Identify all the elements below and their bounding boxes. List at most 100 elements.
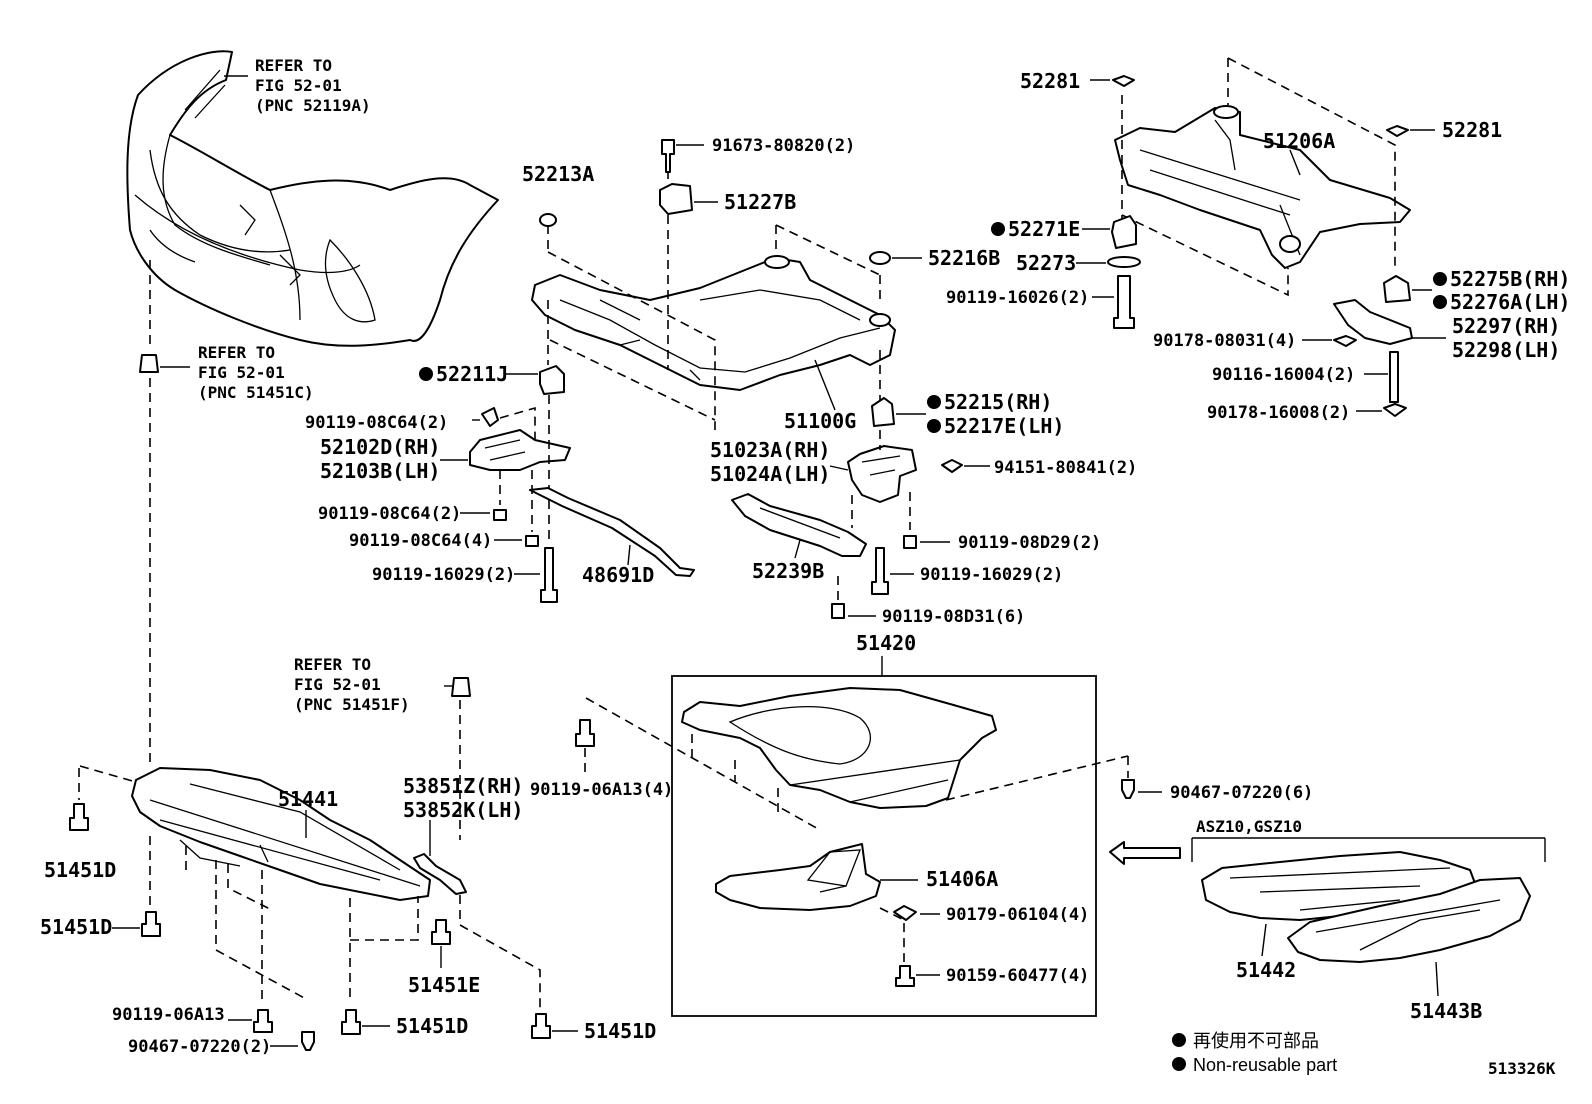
label-52215: 52215(RH) — [944, 390, 1052, 414]
ref-clip-left-l2: FIG 52-01 — [198, 363, 285, 382]
label-52216B: 52216B — [928, 246, 1000, 270]
bushing-52211J — [539, 365, 565, 395]
label-51024A: 51024A(LH) — [710, 462, 830, 486]
bolt-51451E — [431, 919, 451, 945]
front-crossmember-51100G — [531, 255, 896, 391]
cover-51406A — [715, 843, 881, 911]
label-51451D-b: 51451D — [40, 915, 112, 939]
legend-line-1: 再使用不可部品 — [1193, 1031, 1319, 1051]
label-52281-b: 52281 — [1442, 118, 1502, 142]
bolt-90119-16026 — [1113, 275, 1135, 329]
label-52276A: 52276A(LH) — [1450, 290, 1570, 314]
clip-90467-07220-b — [301, 1031, 315, 1051]
ref-clip-mid-l1: REFER TO — [294, 655, 371, 674]
clip-90467-07220-a — [1121, 779, 1135, 799]
label-90119-08D29: 90119-08D29(2) — [958, 533, 1101, 553]
label-90178-08031: 90178-08031(4) — [1153, 331, 1296, 351]
washer-52273 — [1107, 256, 1141, 268]
ref-clip-mid-l2: FIG 52-01 — [294, 675, 381, 694]
ref-clip-mid-l3: (PNC 51451F) — [294, 695, 410, 714]
figure-id: 513326K — [1488, 1059, 1556, 1078]
bushing-52215 — [871, 397, 895, 427]
label-90178-16008: 90178-16008(2) — [1207, 403, 1350, 423]
label-52213A: 52213A — [522, 162, 594, 186]
nut-52281-b — [1386, 125, 1409, 137]
label-51023A: 51023A(RH) — [710, 438, 830, 462]
ref-bumper-l3: (PNC 52119A) — [255, 96, 371, 115]
under-cover-51443B — [1287, 877, 1531, 963]
label-51451E: 51451E — [408, 973, 480, 997]
label-90179-06104: 90179-06104(4) — [946, 905, 1089, 925]
label-90119-08D31: 90119-08D31(6) — [882, 607, 1025, 627]
label-52211J: 52211J — [436, 362, 508, 386]
label-51227B: 51227B — [724, 190, 796, 214]
label-52298: 52298(LH) — [1452, 338, 1560, 362]
screw-90159-60477 — [895, 965, 915, 987]
clip-51451C — [139, 354, 159, 373]
label-90467-07220-b: 90467-07220(2) — [128, 1037, 271, 1057]
label-90467-07220-a: 90467-07220(6) — [1170, 783, 1313, 803]
label-52217E: 52217E(LH) — [944, 414, 1064, 438]
rear-suspension-member-51206A — [1114, 105, 1411, 269]
label-51451D-d: 51451D — [584, 1019, 656, 1043]
label-90119-16026: 90119-16026(2) — [946, 288, 1089, 308]
bolt-90119-08C64-b — [493, 509, 507, 521]
label-90119-08C64-c: 90119-08C64(4) — [349, 531, 492, 551]
label-90119-08C64-a: 90119-08C64(2) — [305, 413, 448, 433]
brace-52239B — [731, 493, 867, 557]
rod-48691D — [529, 487, 695, 577]
bolt-51451D-a — [69, 803, 89, 831]
label-51442: 51442 — [1236, 958, 1296, 982]
bracket-51227B — [659, 183, 693, 215]
label-51100G: 51100G — [784, 409, 856, 433]
label-90119-16029-b: 90119-16029(2) — [920, 565, 1063, 585]
label-53852K: 53852K(LH) — [403, 798, 523, 822]
label-51441: 51441 — [278, 787, 338, 811]
label-90116-16004: 90116-16004(2) — [1212, 365, 1355, 385]
ref-clip-left-l1: REFER TO — [198, 343, 275, 362]
bolt-90119-08D29 — [903, 535, 917, 549]
nut-90179-06104 — [893, 905, 917, 921]
label-52239B: 52239B — [752, 559, 824, 583]
ref-bumper-l2: FIG 52-01 — [255, 76, 342, 95]
variant-label: ASZ10,GSZ10 — [1196, 817, 1302, 836]
nut-90178-16008 — [1383, 403, 1407, 417]
bolt-90119-06A13-a — [575, 719, 595, 747]
ref-clip-left-l3: (PNC 51451C) — [198, 383, 314, 402]
arrow-left — [1109, 841, 1181, 865]
bolt-90119-16029-a — [540, 547, 558, 603]
bracket-51023A — [847, 445, 917, 503]
label-90119-08C64-b: 90119-08C64(2) — [318, 504, 461, 524]
under-cover-51441 — [131, 767, 431, 901]
bolt-91673-80820 — [661, 139, 675, 173]
nut-52281-a — [1112, 75, 1135, 87]
label-52281-a: 52281 — [1020, 69, 1080, 93]
bolt-90119-08C64-c — [525, 535, 539, 547]
washer-52216B — [869, 251, 891, 265]
label-90119-16029-a: 90119-16029(2) — [372, 565, 515, 585]
label-90119-06A13-b: 90119-06A13 — [112, 1005, 225, 1025]
bushing-52271E — [1111, 215, 1137, 249]
label-90119-06A13-a: 90119-06A13(4) — [530, 780, 673, 800]
label-48691D: 48691D — [582, 563, 654, 587]
label-52273: 52273 — [1016, 251, 1076, 275]
label-51443B: 51443B — [1410, 999, 1482, 1023]
label-51206A: 51206A — [1263, 129, 1335, 153]
bolt-90119-08C64-a — [481, 407, 499, 427]
bolt-51451D-d — [531, 1013, 551, 1039]
bushing-52275B — [1383, 275, 1411, 303]
nut-94151-80841 — [941, 459, 963, 473]
legend-line-2: Non-reusable part — [1193, 1055, 1337, 1075]
ref-bumper-l1: REFER TO — [255, 56, 332, 75]
bolt-90119-06A13-b — [253, 1009, 273, 1033]
front-bumper-cover — [126, 50, 499, 347]
bolt-51451D-b — [141, 911, 161, 937]
engine-under-cover-upper — [681, 687, 997, 809]
bracket-53851Z — [413, 853, 467, 895]
bolt-51451D-c — [341, 1009, 361, 1035]
label-52297: 52297(RH) — [1452, 314, 1560, 338]
bracket-52102D — [469, 429, 571, 471]
label-52271E: 52271E — [1008, 217, 1080, 241]
label-52103B: 52103B(LH) — [320, 459, 440, 483]
